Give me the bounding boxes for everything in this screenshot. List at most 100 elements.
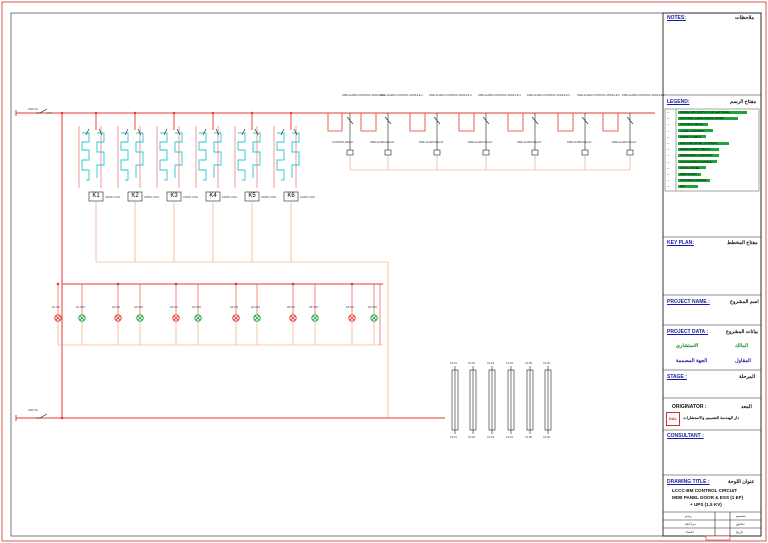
lamp-label-2: H1 OFF [76, 306, 86, 309]
legend-symbol-icon: — [667, 141, 670, 145]
drawing-title-label-ar: عنوان اللوحة [728, 479, 755, 485]
legend-highlight [678, 135, 706, 139]
junction-dot [60, 111, 64, 115]
relay-caption-5: 24VDC COIL [261, 196, 277, 199]
terminal-label-bottom-6: X1-06 [543, 436, 550, 439]
contact-symbol [163, 128, 168, 136]
legend-item-3: CONTROL RELAY [680, 122, 704, 127]
fire-relay-box-4 [482, 149, 490, 156]
key-plan-label-en: KEY PLAN: [667, 240, 694, 246]
legend-item-12: CONTROL MODULE [680, 178, 707, 183]
consultant-label-en: CONSULTANT : [667, 433, 704, 439]
legend-item-11: FIRE ALARM [680, 172, 697, 176]
fire-contact-5 [531, 116, 539, 125]
junction-dot [172, 111, 176, 115]
legend-item-9: CONTACTOR CONTROL [680, 159, 712, 164]
legend-label-en: LEGEND: [667, 99, 690, 105]
fire-loop-1 [327, 113, 343, 132]
legend-label-ar: مفتاح الرسم [730, 99, 757, 105]
contact-symbol [215, 128, 220, 136]
lamp-label-5: H3 ON [170, 306, 178, 309]
indicator-lamp-5-cross [173, 315, 179, 321]
contractor-ar: المقاول [735, 358, 751, 364]
lamp-label-7: H4 ON [230, 306, 238, 309]
relay-label-K5: K5 [248, 193, 256, 199]
drawing-title-line-2: MDB PANEL DOOR & ESS (1 EF) [672, 495, 744, 500]
junction-dot [250, 111, 254, 115]
relay-label-K2: K2 [131, 193, 139, 199]
relay-label-K1: K1 [92, 193, 100, 199]
originator-name-ar: دار الهندسة للتصميم والاستشارات [683, 415, 740, 420]
drawing-border [10, 12, 762, 537]
relay-label-K4: K4 [209, 193, 217, 199]
legend-symbol-icon: — [667, 172, 670, 176]
fire-module-bottom-label-4: FIRE ALARM RELAY [468, 141, 493, 144]
contact-network-b-3 [174, 132, 183, 178]
owner-ar: المالك [735, 343, 749, 349]
junction-dot [289, 111, 293, 115]
contact-symbol [137, 128, 142, 136]
fire-module-top-label-2: FIRE ALARM CONTROL MODULE 2 [380, 94, 423, 97]
legend-symbol-icon: — [667, 184, 670, 189]
contact-network-b-1 [96, 132, 105, 178]
legend-highlight [678, 147, 720, 151]
project-data-label-ar: بيانات المشروع [726, 329, 758, 335]
sign-row-1-ar: رسم [685, 514, 693, 518]
junction-dot [60, 416, 64, 420]
fire-module-top-label-1: FIRE ALARM CONTROL MODULE 1 [342, 94, 385, 97]
legend-highlight [678, 129, 713, 133]
legend-highlight [678, 141, 729, 145]
legend-highlight [678, 172, 701, 176]
relay-caption-4: 24VDC COIL [222, 196, 238, 199]
fire-loop-2 [360, 113, 377, 132]
legend-symbol-icon: — [667, 178, 670, 183]
junction-dot [116, 282, 120, 286]
fire-loop-4 [458, 113, 475, 132]
fire-relay-box-1 [346, 149, 354, 156]
legend-highlight [678, 160, 718, 164]
contact-network-5 [237, 132, 246, 181]
contact-network-b-4 [213, 132, 222, 178]
sign-row-2-ar2: تدقيق [736, 522, 745, 526]
junction-dot [94, 111, 98, 115]
contact-symbol [124, 128, 129, 136]
legend-highlight [678, 122, 708, 126]
main-switch-bottom [36, 413, 48, 419]
contact-network-6 [276, 132, 285, 181]
fire-module-bottom-label-7: FIRE ALARM RELAY [612, 141, 637, 144]
contact-network-b-6 [291, 132, 300, 178]
contact-network-4 [198, 132, 207, 181]
indicator-lamp-11-cross [349, 315, 355, 321]
fire-contact-6 [581, 116, 589, 125]
contact-symbol [293, 128, 298, 136]
legend-highlight [678, 153, 720, 157]
originator-label-en: ORIGINATOR : [672, 404, 707, 410]
lamp-label-4: H2 OFF [134, 306, 144, 309]
indicator-lamp-4-cross [137, 315, 143, 321]
legend-symbol-icon: — [667, 116, 670, 121]
fire-relay-box-5 [531, 149, 539, 156]
terminal-label-bottom-2: X1-02 [468, 436, 475, 439]
junction-dot [56, 282, 60, 286]
legend-highlight [678, 116, 738, 120]
diagram-area [15, 108, 655, 434]
legend-symbol-icon: — [667, 128, 670, 133]
main-switch-top [36, 108, 48, 114]
drawing-title-line-1: LCCC-BM CONTROL CIRCUIT [672, 488, 738, 493]
contact-network-b-2 [135, 132, 144, 178]
sign-row-3-ar2: تاريخ [736, 530, 744, 534]
fire-module-top-label-4: FIRE ALARM CONTROL MODULE 4 [478, 94, 521, 97]
legend-item-13: KEY [680, 184, 686, 189]
legend-item-4: 1 AND 2 CONTROL [680, 128, 705, 133]
originator-logo: DAL [666, 412, 680, 426]
relay-label-K6: K6 [287, 193, 295, 199]
project-name-label-en: PROJECT NAME : [667, 299, 710, 305]
fire-module-bottom-label-2: FIRE ALARM RELAY [370, 141, 395, 144]
stamp-box [705, 535, 731, 541]
contact-symbol [254, 128, 259, 136]
project-data-label-en: PROJECT DATA : [667, 329, 709, 335]
fire-relay-box-2 [384, 149, 392, 156]
fire-module-bottom-label-1: CONTROL RELAY [332, 141, 354, 144]
relay-caption-6: 24VDC COIL [300, 196, 316, 199]
